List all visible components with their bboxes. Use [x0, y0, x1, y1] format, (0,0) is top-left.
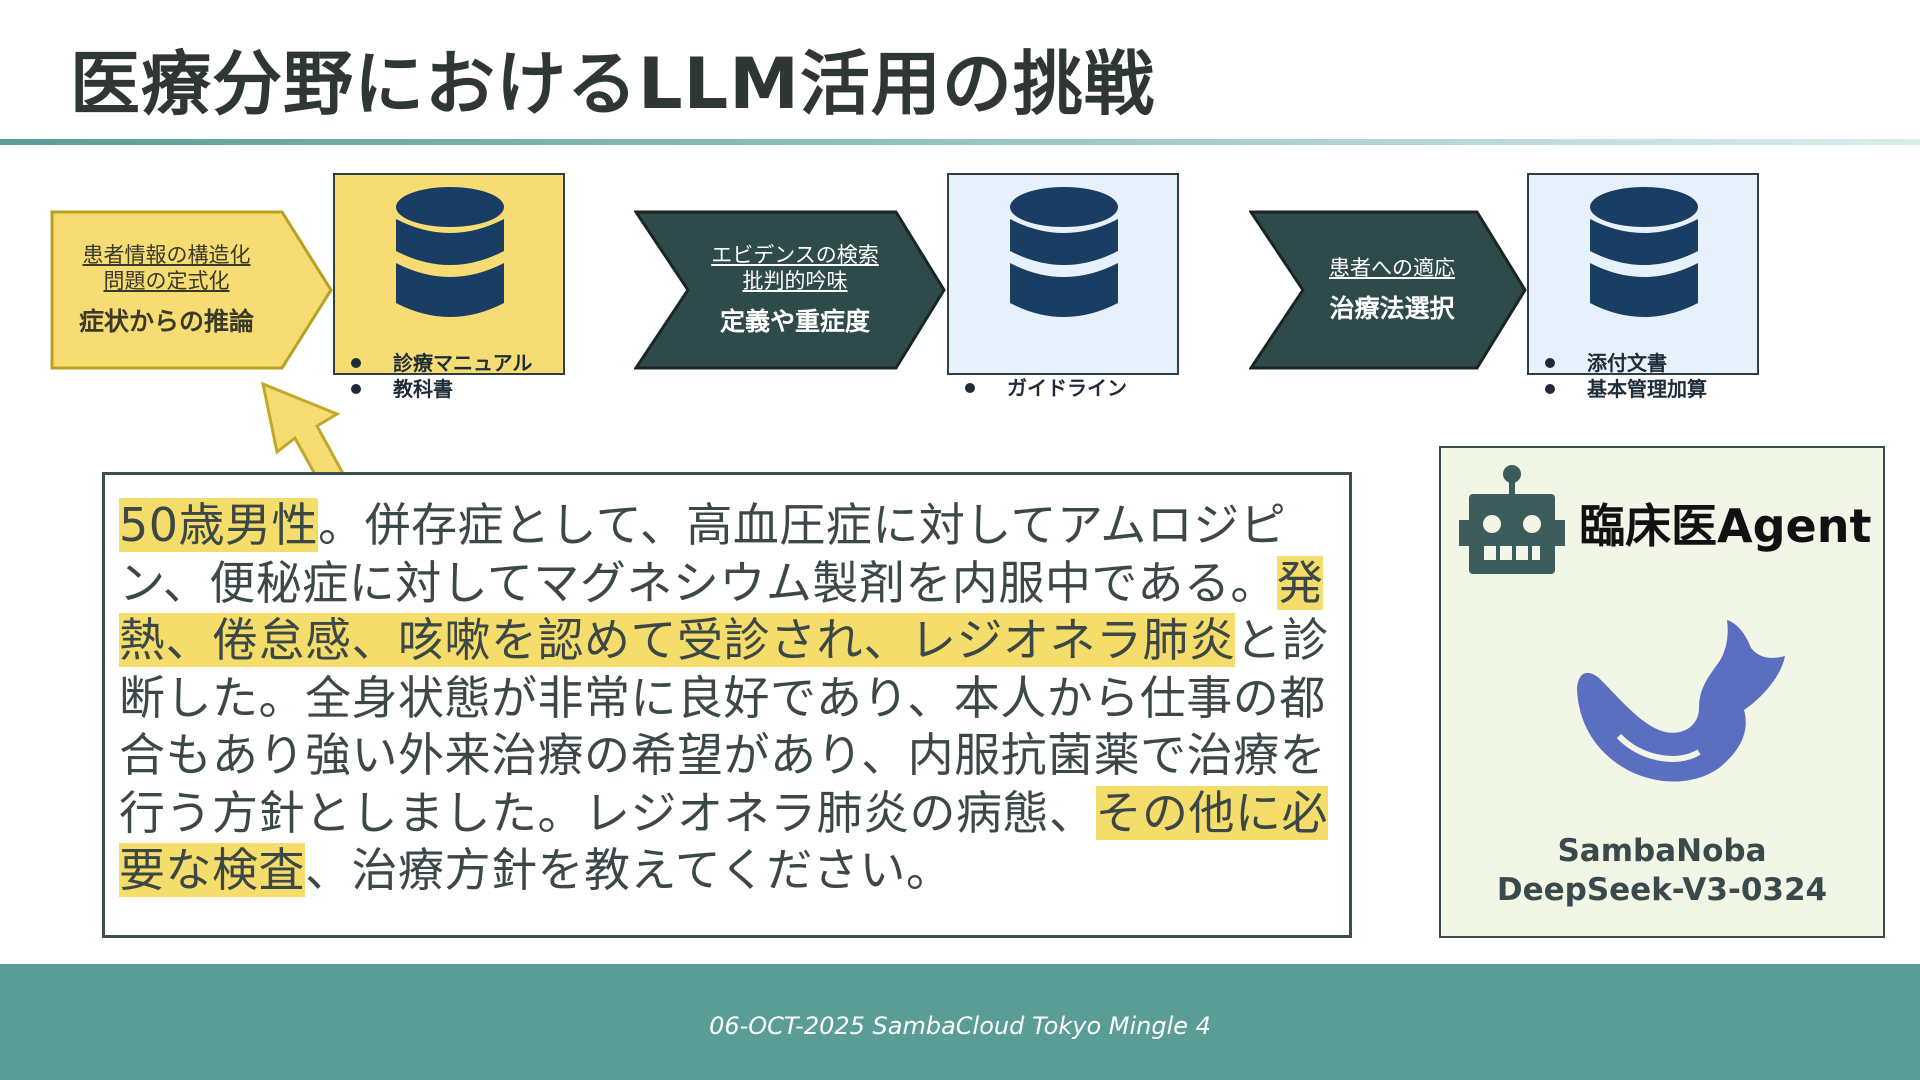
clinical-question-text: 50歳男性。併存症として、高血圧症に対してアムロジピン、便秘症に対してマグネシウ…	[119, 497, 1334, 900]
step-1-sub-1: 患者情報の構造化	[82, 243, 251, 267]
model-line-2: DeepSeek-V3-0324	[1496, 872, 1828, 908]
step-3-chevron: 患者への適応 治療法選択	[1249, 210, 1527, 370]
list-item: 基本管理加算	[1545, 376, 1707, 402]
step-3-sub-1: 患者への適応	[1329, 256, 1455, 280]
agent-title: 臨床医Agent	[1579, 499, 1872, 553]
source-box-2: ガイドライン	[947, 173, 1179, 400]
model-line-1: SambaNoba	[1557, 833, 1767, 869]
step-2-chevron: エビデンスの検索 批判的吟味 定義や重症度	[634, 210, 946, 370]
step-3-label: 治療法選択	[1329, 294, 1455, 323]
source-2-list: ガイドライン	[965, 375, 1127, 401]
step-2-sub-1: エビデンスの検索	[711, 243, 879, 267]
step-1-label: 症状からの推論	[78, 307, 254, 336]
source-box-3: 添付文書 基本管理加算	[1527, 173, 1759, 401]
deepseek-whale-logo	[1577, 620, 1785, 782]
database-icon	[396, 187, 504, 317]
step-1-chevron: 患者情報の構造化 問題の定式化 症状からの推論	[50, 210, 333, 370]
question-text-3: 、治療方針を教えてください。	[305, 843, 953, 897]
robot-icon	[1459, 465, 1565, 574]
source-1-list: 診療マニュアル 教科書	[351, 350, 532, 402]
highlight-patient: 50歳男性	[119, 498, 319, 552]
list-item: 添付文書	[1545, 350, 1707, 376]
list-item: 教科書	[351, 376, 532, 402]
list-item: 診療マニュアル	[351, 350, 532, 376]
step-2-label: 定義や重症度	[719, 307, 870, 336]
footer-bar: 06-OCT-2025 SambaCloud Tokyo Mingle 4	[0, 964, 1920, 1080]
title-divider	[0, 139, 1920, 145]
database-icon	[1590, 187, 1698, 317]
question-text-1: 。併存症として、高血圧症に対してアムロジピン、便秘症に対してマグネシウム製剤を内…	[119, 498, 1287, 610]
step-2-sub-2: 批判的吟味	[742, 269, 848, 293]
footer-text: 06-OCT-2025 SambaCloud Tokyo Mingle 4	[709, 1012, 1211, 1040]
question-text-2: と診断した。全身状態が非常に良好であり、本人から仕事の都合もあり強い外来治療の希…	[119, 613, 1329, 840]
source-3-list: 添付文書 基本管理加算	[1545, 350, 1707, 402]
source-box-1: 診療マニュアル 教科書	[333, 173, 565, 401]
list-item: ガイドライン	[965, 375, 1127, 401]
database-icon	[1010, 187, 1118, 317]
step-1-sub-2: 問題の定式化	[103, 269, 230, 293]
clinical-question-box: 50歳男性。併存症として、高血圧症に対してアムロジピン、便秘症に対してマグネシウ…	[102, 472, 1352, 938]
slide-title: 医療分野におけるLLM活用の挑戦	[70, 43, 1155, 125]
agent-panel: 臨床医Agent SambaNoba DeepSeek-V3-0324	[1439, 446, 1885, 938]
